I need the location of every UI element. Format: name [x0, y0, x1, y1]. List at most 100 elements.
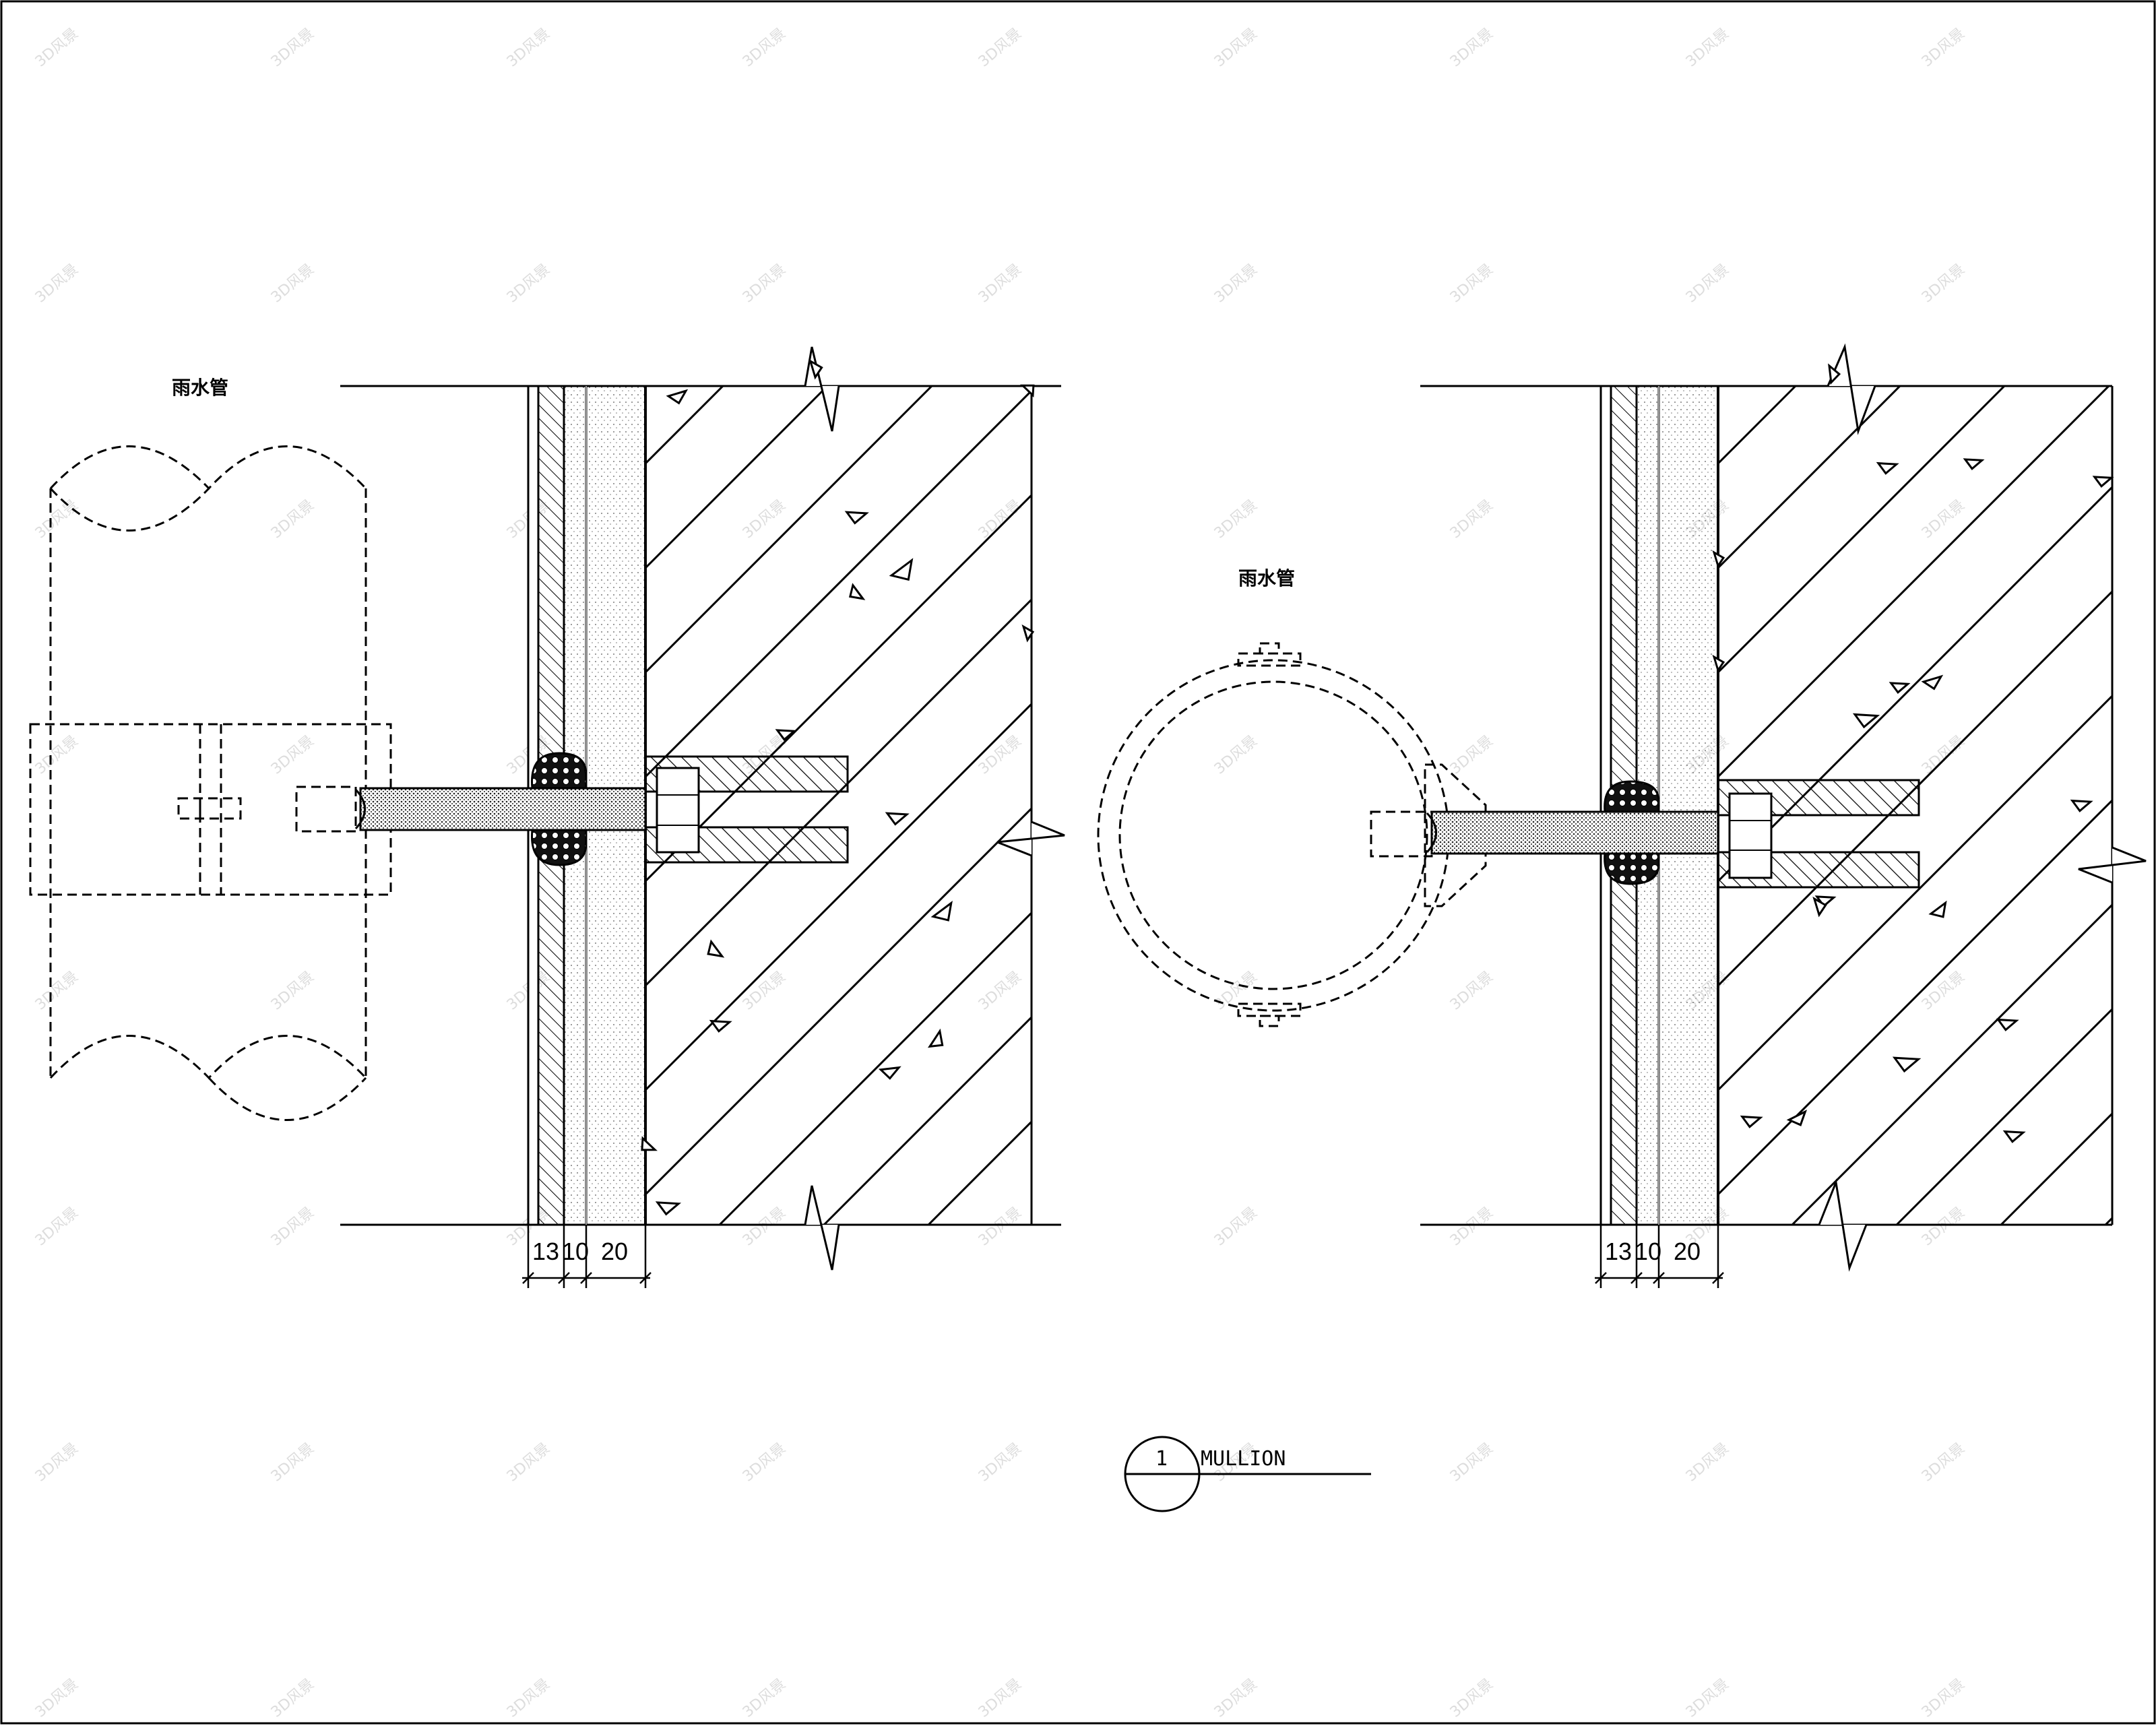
aggregate-triangle	[775, 729, 797, 741]
watermark-text: 3D风景	[268, 497, 317, 542]
aggregate-triangle	[808, 358, 823, 380]
aggregate-triangle	[1786, 1110, 1808, 1126]
concrete-hatch-line	[645, 386, 933, 674]
left-detail	[29, 346, 1065, 1288]
aggregate-triangle	[1889, 682, 1911, 694]
watermark-text: 3D风景	[1447, 1675, 1496, 1721]
left-sealant-bottom	[531, 829, 588, 866]
concrete-hatch-line	[645, 702, 1032, 1092]
right-break-right	[2078, 846, 2147, 884]
left-pipe-label: 雨水管	[172, 377, 228, 399]
aggregate-triangle	[2002, 1130, 2026, 1143]
right-detail	[1097, 343, 2147, 1288]
watermark-text: 3D风景	[268, 25, 317, 70]
concrete-hatch-line	[1718, 694, 2112, 1092]
aggregate-triangle	[848, 583, 866, 600]
watermark-text: 3D风景	[1683, 261, 1732, 306]
watermark-text: 3D风景	[1447, 1204, 1496, 1249]
right-dim-10: 10	[1635, 1238, 1661, 1265]
watermark-text: 3D风景	[1211, 25, 1261, 70]
right-sealant-bottom	[1604, 852, 1660, 885]
watermark-text: 3D风景	[740, 1204, 789, 1249]
aggregate-triangle	[666, 389, 689, 405]
aggregate-triangle	[707, 939, 725, 958]
aggregate-triangle	[878, 1066, 901, 1080]
concrete-hatch-line	[1718, 798, 2112, 1196]
watermark-text: 3D风景	[32, 968, 82, 1013]
aggregate-triangle	[1020, 384, 1035, 397]
section-tag	[1124, 1436, 1371, 1512]
concrete-hatch-line	[645, 598, 1032, 988]
watermark-text: 3D风景	[1447, 1440, 1496, 1485]
concrete-hatch-line	[718, 911, 1032, 1225]
watermark-text: 3D风景	[740, 261, 789, 306]
right-dim-20: 20	[1674, 1238, 1701, 1265]
watermark-text: 3D风景	[1447, 497, 1496, 542]
watermark-text: 3D风景	[1447, 732, 1496, 777]
watermark-text: 3D风景	[1919, 1204, 1968, 1249]
aggregate-triangle	[1828, 363, 1841, 385]
aggregate-triangle	[655, 1201, 682, 1216]
aggregate-triangle	[1021, 624, 1035, 643]
watermark-text: 3D风景	[268, 1440, 317, 1485]
aggregate-triangle	[2092, 476, 2114, 488]
aggregate-triangle	[1876, 461, 1899, 475]
watermark-text: 3D风景	[1919, 968, 1968, 1013]
watermark-text: 3D风景	[504, 261, 553, 306]
aggregate-triangle	[709, 1019, 732, 1033]
aggregate-triangle	[1921, 674, 1944, 691]
left-dimension-line	[522, 1225, 652, 1288]
left-threaded-rod	[359, 787, 647, 831]
concrete-hatch-line	[1718, 386, 1901, 570]
watermark-text: 3D风景	[1211, 497, 1261, 542]
concrete-hatch-line	[645, 493, 1032, 883]
watermark-text: 3D风景	[32, 261, 82, 306]
watermark-text: 3D风景	[32, 1675, 82, 1721]
watermark-text: 3D风景	[1211, 1204, 1261, 1249]
aggregate-triangle	[641, 1136, 658, 1151]
watermark-text: 3D风景	[976, 1204, 1025, 1249]
watermark-text: 3D风景	[1211, 261, 1261, 306]
right-sealant-top	[1604, 780, 1660, 813]
concrete-hatch-line	[1791, 903, 2112, 1225]
watermark-text: 3D风景	[268, 732, 317, 777]
left-concrete-hatch	[645, 386, 1032, 1225]
aggregate-triangle	[889, 558, 914, 581]
watermark-text: 3D风景	[1919, 1440, 1968, 1485]
section-tag-title: MULLION	[1201, 1447, 1286, 1471]
watermark-text: 3D风景	[268, 1204, 317, 1249]
watermark-text: 3D风景	[504, 1440, 553, 1485]
watermark-text: 3D风景	[1447, 25, 1496, 70]
right-dim-13: 13	[1605, 1238, 1632, 1265]
watermark-text: 3D风景	[976, 497, 1025, 542]
right-threaded-rod	[1430, 810, 1719, 855]
watermark-text: 3D风景	[976, 1675, 1025, 1721]
watermark-text: 3D风景	[1919, 261, 1968, 306]
aggregate-triangle	[2070, 799, 2093, 812]
right-aggregate-marks	[1712, 363, 2114, 1143]
aggregate-triangle	[1996, 1018, 2019, 1031]
right-break-bottom	[1818, 1178, 1868, 1272]
aggregate-triangle	[1928, 900, 1947, 918]
watermark-text: 3D风景	[268, 1675, 317, 1721]
left-aggregate-marks	[641, 358, 1035, 1216]
concrete-hatch-line	[645, 386, 829, 570]
concrete-hatch-line	[645, 389, 1032, 779]
watermark-text: 3D风景	[32, 732, 82, 777]
watermark-text: 3D风景	[976, 261, 1025, 306]
aggregate-triangle	[885, 812, 910, 826]
watermark-text: 3D风景	[1919, 25, 1968, 70]
watermark-text: 3D风景	[976, 1440, 1025, 1485]
left-dim-13: 13	[532, 1238, 559, 1265]
concrete-hatch-line	[1718, 386, 2006, 674]
watermark-text: 3D风景	[740, 1675, 789, 1721]
aggregate-triangle	[1963, 458, 1985, 470]
aggregate-triangle	[1852, 713, 1880, 729]
watermark-text: 3D风景	[504, 1675, 553, 1721]
watermark-text: 3D风景	[1919, 732, 1968, 777]
left-pipe-elevation	[29, 445, 392, 1121]
watermark-text: 3D风景	[1211, 1675, 1261, 1721]
watermark-text: 3D风景	[32, 497, 82, 542]
aggregate-triangle	[1712, 654, 1725, 673]
